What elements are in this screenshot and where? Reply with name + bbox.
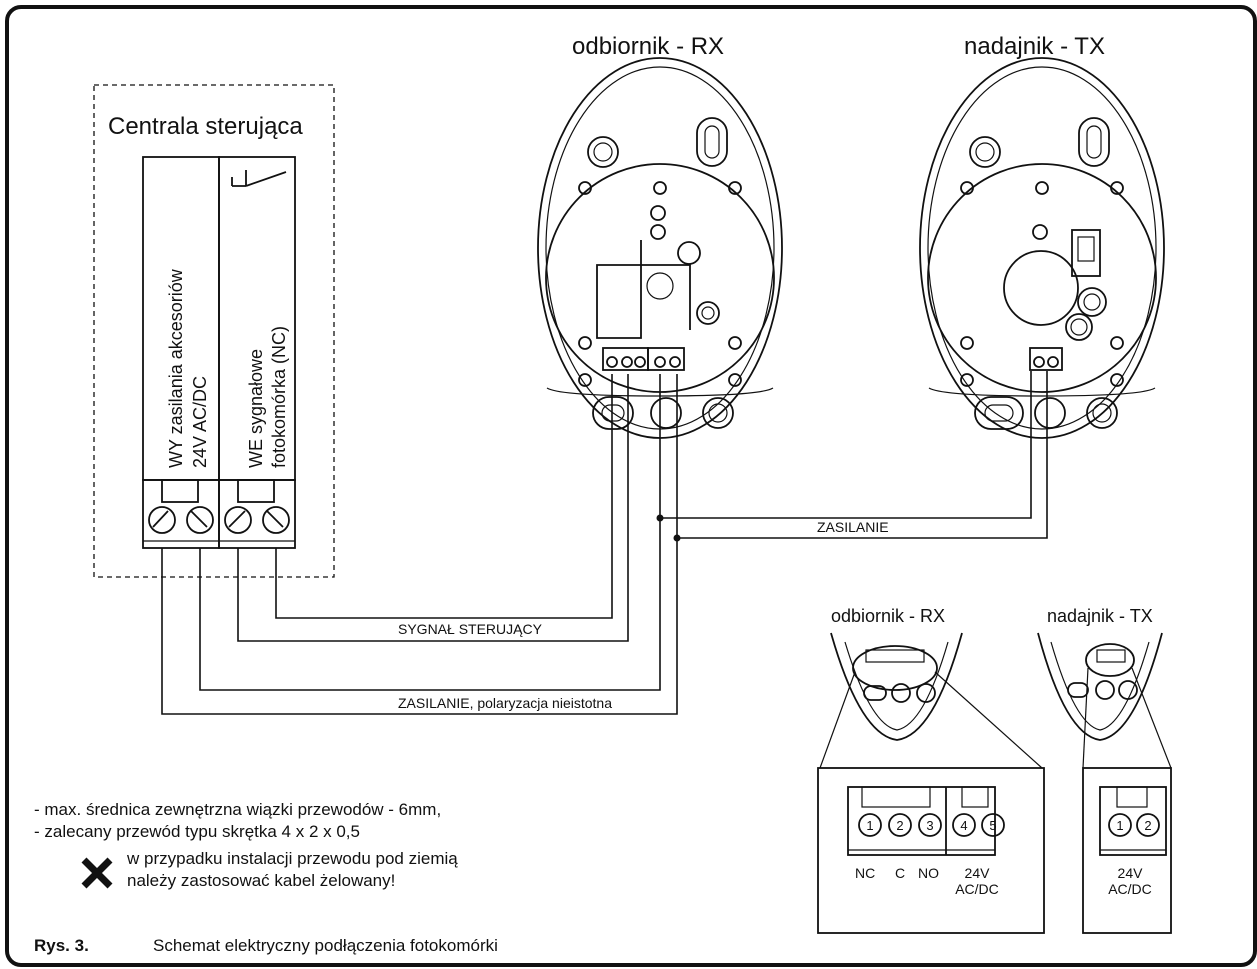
rx-power-line2: AC/DC bbox=[955, 881, 999, 897]
tx-power-line2: AC/DC bbox=[1108, 881, 1152, 897]
detail-rx-title: odbiornik - RX bbox=[831, 606, 945, 626]
rx-terminal-number: 4 bbox=[960, 818, 967, 833]
note-line2: - zalecany przewód typu skrętka 4 x 2 x … bbox=[34, 822, 360, 841]
detail-tx-callout bbox=[1082, 667, 1172, 769]
tx-power-line1: 24V bbox=[1118, 865, 1144, 881]
control-unit-boundary bbox=[93, 84, 335, 578]
power-wires bbox=[161, 371, 1048, 715]
rx-terminal-number: 3 bbox=[926, 818, 933, 833]
rx-terminal-number: 5 bbox=[989, 818, 996, 833]
rx-terminal-number: 2 bbox=[896, 818, 903, 833]
nc-contact-symbol bbox=[231, 170, 287, 187]
tx-power-wire-label: ZASILANIE bbox=[817, 519, 889, 535]
detail-rx-terminal-block bbox=[847, 786, 1005, 856]
caption-text: Schemat elektryczny podłączenia fotokomó… bbox=[153, 936, 498, 955]
detail-tx-housing bbox=[1037, 632, 1163, 741]
rx-power-line1: 24V bbox=[965, 865, 991, 881]
input-label-line2: fotokomórka (NC) bbox=[269, 326, 289, 468]
receiver-title: odbiornik - RX bbox=[572, 33, 724, 60]
signal-wires bbox=[237, 374, 629, 642]
detail-tx-terminal-block bbox=[1099, 786, 1167, 856]
detail-rx-box bbox=[817, 767, 1045, 934]
rx-label-c: C bbox=[895, 865, 905, 881]
power-wire-label: ZASILANIE, polaryzacja nieistotna bbox=[398, 695, 612, 711]
transmitter-housing bbox=[919, 57, 1165, 439]
caption-label: Rys. 3. bbox=[34, 936, 89, 955]
tx-terminal-number: 1 bbox=[1116, 818, 1123, 833]
transmitter-title: nadajnik - TX bbox=[964, 33, 1105, 60]
tx-terminal-number: 2 bbox=[1144, 818, 1151, 833]
detail-tx-box bbox=[1082, 767, 1172, 934]
detail-rx-terminal-numbers: 1 2 3 4 5 bbox=[866, 818, 996, 833]
receiver-housing bbox=[537, 57, 783, 439]
output-label-line1: WY zasilania akcesoriów bbox=[166, 268, 186, 468]
input-label-line1: WE sygnałowe bbox=[246, 349, 266, 468]
signal-wire-label: SYGNAŁ STERUJĄCY bbox=[398, 621, 543, 637]
rx-label-no: NO bbox=[918, 865, 939, 881]
detail-rx-housing bbox=[830, 632, 963, 741]
outer-frame bbox=[5, 5, 1257, 967]
rx-label-nc: NC bbox=[855, 865, 875, 881]
warning-line2: należy zastosować kabel żelowany! bbox=[127, 871, 395, 890]
warning-x-icon bbox=[81, 857, 113, 889]
control-unit-title: Centrala sterująca bbox=[108, 113, 303, 140]
output-label-line2: 24V AC/DC bbox=[190, 376, 210, 468]
detail-rx-callout bbox=[819, 671, 1043, 769]
detail-tx-title: nadajnik - TX bbox=[1047, 606, 1153, 626]
junction-dot bbox=[656, 514, 664, 522]
note-line1: - max. średnica zewnętrzna wiązki przewo… bbox=[34, 800, 441, 819]
warning-line1: w przypadku instalacji przewodu pod ziem… bbox=[126, 849, 458, 868]
control-terminal-block bbox=[142, 479, 296, 549]
junction-dot bbox=[673, 534, 681, 542]
rx-terminal-number: 1 bbox=[866, 818, 873, 833]
